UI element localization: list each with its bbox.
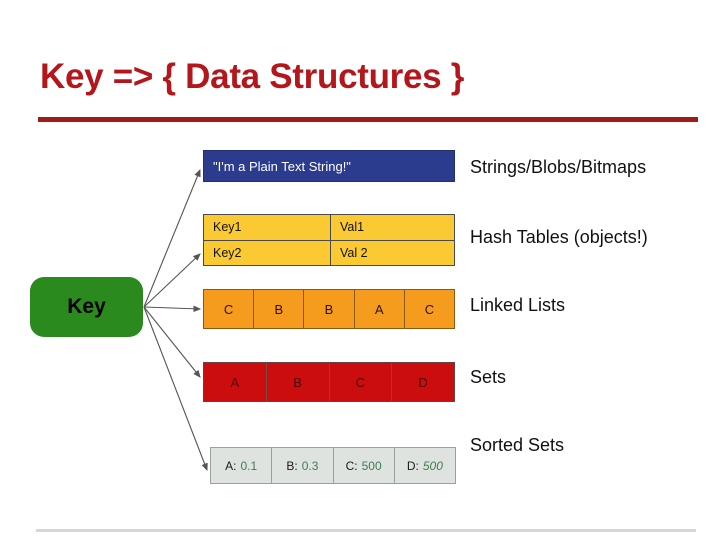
page-title: Key => { Data Structures }: [40, 57, 465, 96]
label-sorted-sets: Sorted Sets: [470, 435, 565, 455]
label-sets: Sets: [470, 367, 507, 387]
label-strings: Strings/Blobs/Bitmaps: [470, 157, 647, 177]
sorted-set-member: D:: [406, 458, 419, 473]
arrow-to-string: [143, 168, 201, 308]
arrow-to-set: [143, 306, 201, 378]
label-linked-lists: Linked Lists: [470, 295, 566, 315]
set-member: D: [418, 374, 428, 390]
sorted-set-entry: A: 0.1: [211, 448, 273, 483]
sorted-set-entry: C: 500: [334, 448, 395, 483]
title-divider: [38, 117, 698, 122]
set-member: C: [330, 363, 393, 401]
footer-divider: [36, 529, 696, 532]
hash-value-cell: Val 2: [340, 245, 368, 260]
hash-value-cell: Val1: [340, 220, 365, 235]
list-item: A: [355, 290, 405, 328]
string-cell: "I'm a Plain Text String!": [213, 158, 351, 174]
list-item: C: [204, 290, 255, 328]
set-member: B: [267, 363, 330, 401]
hash-key-cell: Key2: [204, 240, 331, 265]
list-item: C: [424, 301, 435, 317]
sorted-set-score: 0.3: [301, 458, 319, 473]
sorted-set-score: 500: [422, 458, 443, 473]
sorted-set-entry: B: 0.3: [272, 448, 334, 483]
sorted-set-member: C:: [345, 458, 358, 473]
linked-list-structure: C B B A C: [203, 289, 455, 329]
key-node-label: Key: [67, 295, 106, 318]
set-member: A: [204, 363, 267, 401]
sorted-set-member: A:: [225, 458, 237, 473]
sorted-set-score: 500: [361, 458, 382, 473]
table-row: Key2 Val 2: [204, 239, 454, 265]
hash-structure: Key1 Val1 Key2 Val 2: [203, 214, 455, 266]
arrow-to-zset: [143, 306, 208, 472]
arrow-to-list: [143, 305, 202, 313]
key-node: Key: [30, 277, 143, 337]
hash-key-cell: Key1: [204, 215, 331, 240]
list-item: B: [254, 290, 305, 328]
sorted-set-member: B:: [286, 458, 298, 473]
label-hash-tables: Hash Tables (objects!): [470, 227, 648, 247]
sorted-set-structure: A: 0.1 B: 0.3 C: 500 D: 500: [210, 447, 456, 484]
sorted-set-entry: D: 500: [395, 448, 455, 483]
sorted-set-score: 0.1: [240, 458, 258, 473]
arrow-to-hash: [143, 253, 201, 308]
set-structure: A B C D: [203, 362, 455, 402]
table-row: Key1 Val1: [204, 215, 454, 240]
string-structure: "I'm a Plain Text String!": [203, 150, 455, 182]
list-item: B: [304, 290, 355, 328]
